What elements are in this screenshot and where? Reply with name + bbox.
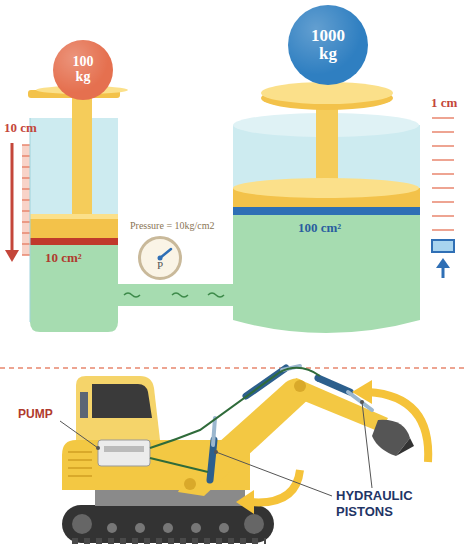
gauge-needle	[141, 239, 179, 277]
weight-text: 100 kg	[64, 55, 102, 84]
right-scale	[432, 118, 454, 230]
area-label: 100 cm²	[298, 220, 341, 236]
rise-marker	[432, 240, 454, 252]
large-cylinder	[233, 82, 420, 333]
small-cylinder	[28, 86, 128, 332]
dimension-label: 10 cm	[4, 120, 37, 136]
area-label: 10 cm²	[45, 250, 82, 266]
part-label: PUMP	[18, 407, 53, 421]
gauge-symbol: P	[141, 260, 179, 271]
gauge-dial: P	[138, 236, 182, 280]
part-label: HYDRAULIC PISTONS	[336, 488, 454, 519]
weight-ball: 100 kg	[53, 40, 113, 100]
connecting-pipe	[112, 284, 240, 306]
gauge-heading: Pressure = 10kg/cm2	[128, 220, 217, 231]
weight-ball: 1000 kg	[288, 5, 368, 85]
weight-text: 1000 kg	[300, 27, 356, 63]
up-arrow	[436, 258, 450, 278]
separator	[0, 367, 466, 369]
dimension-label: 1 cm	[431, 95, 457, 111]
pressure-gauge: Pressure = 10kg/cm2P	[122, 220, 240, 282]
